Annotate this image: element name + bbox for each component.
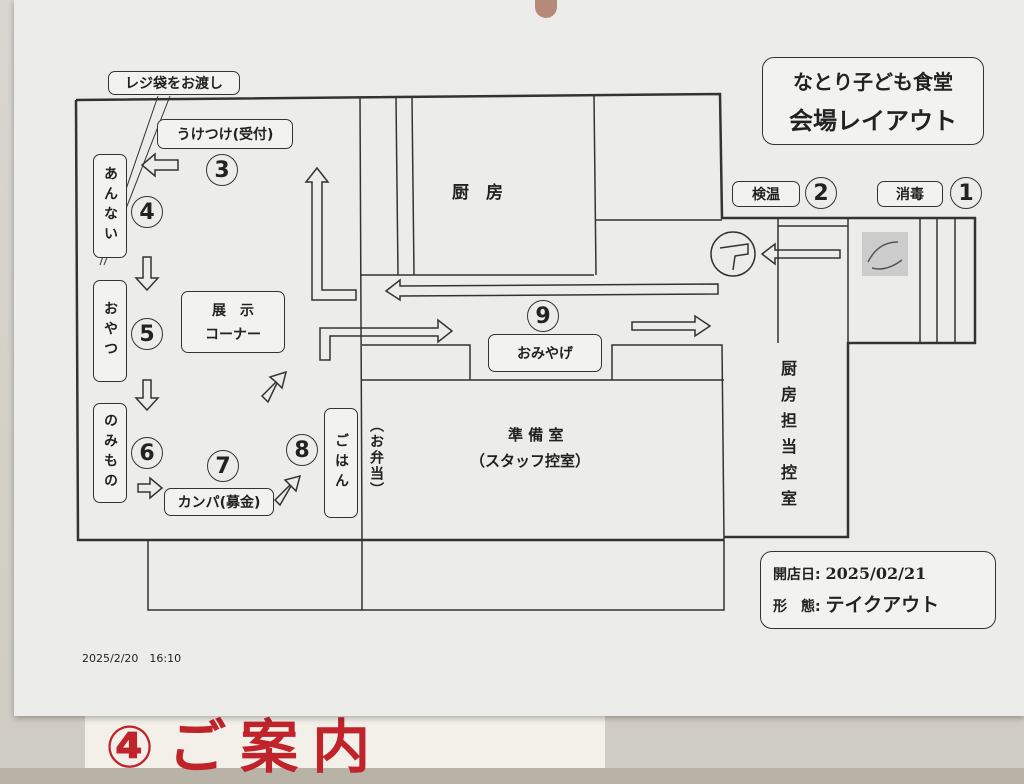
- sanitizer-icon: [862, 232, 908, 276]
- guide-sign: [85, 712, 605, 768]
- station-5-label: おやつ: [93, 280, 127, 382]
- station-4-label: あんない: [93, 154, 127, 258]
- station-4-number: 4: [131, 196, 163, 228]
- station-5-number: 5: [131, 318, 163, 350]
- exhibit-line2: コーナー: [205, 327, 261, 343]
- push-pin: [535, 0, 557, 18]
- station-8-number: 8: [286, 434, 318, 466]
- station-7-number: 7: [207, 450, 239, 482]
- form-label: 形 態:: [773, 598, 821, 615]
- open-date-label: 開店日:: [773, 566, 821, 583]
- floor-plan: [74, 92, 977, 611]
- flow-arrows: [134, 152, 841, 507]
- kitchen-label: 厨 房: [452, 183, 503, 203]
- station-3-label: うけつけ(受付): [157, 119, 293, 149]
- exhibit-line1: 展 示: [212, 303, 254, 319]
- exhibit-corner: 展 示 コーナー: [181, 291, 285, 353]
- station-6-label: のみもの: [93, 403, 127, 503]
- station-7-label: カンパ(募金): [164, 488, 274, 516]
- station-9-label: おみやげ: [488, 334, 602, 372]
- title-line2: 会場レイアウト: [789, 107, 957, 135]
- prep-room-label: 準 備 室: [508, 426, 564, 444]
- kitchen-staff-room-label: 厨房担当控室: [778, 360, 797, 516]
- timestamp: 2025/2/20 16:10: [82, 652, 182, 665]
- prep-room-sub: （スタッフ控室）: [470, 452, 591, 470]
- title-line1: なとり子ども食堂: [793, 70, 953, 94]
- station-9-number: 9: [527, 300, 559, 332]
- info-box: 開店日: 2025/02/21 形 態: テイクアウト: [760, 551, 996, 629]
- station-8-label: ごはん: [324, 408, 358, 518]
- station-8-sub: （お弁当）: [368, 418, 384, 498]
- station-2-number: 2: [805, 177, 837, 209]
- form-value: テイクアウト: [825, 593, 940, 616]
- callout-bag: レジ袋をお渡し: [108, 71, 240, 95]
- station-2-label: 検温: [732, 181, 800, 207]
- thermometer-icon: [710, 231, 756, 277]
- station-6-number: 6: [131, 437, 163, 469]
- open-date: 2025/02/21: [825, 563, 927, 583]
- station-1-label: 消毒: [877, 181, 943, 207]
- station-1-number: 1: [950, 177, 982, 209]
- station-3-number: 3: [206, 154, 238, 186]
- title-box: なとり子ども食堂 会場レイアウト: [762, 57, 984, 145]
